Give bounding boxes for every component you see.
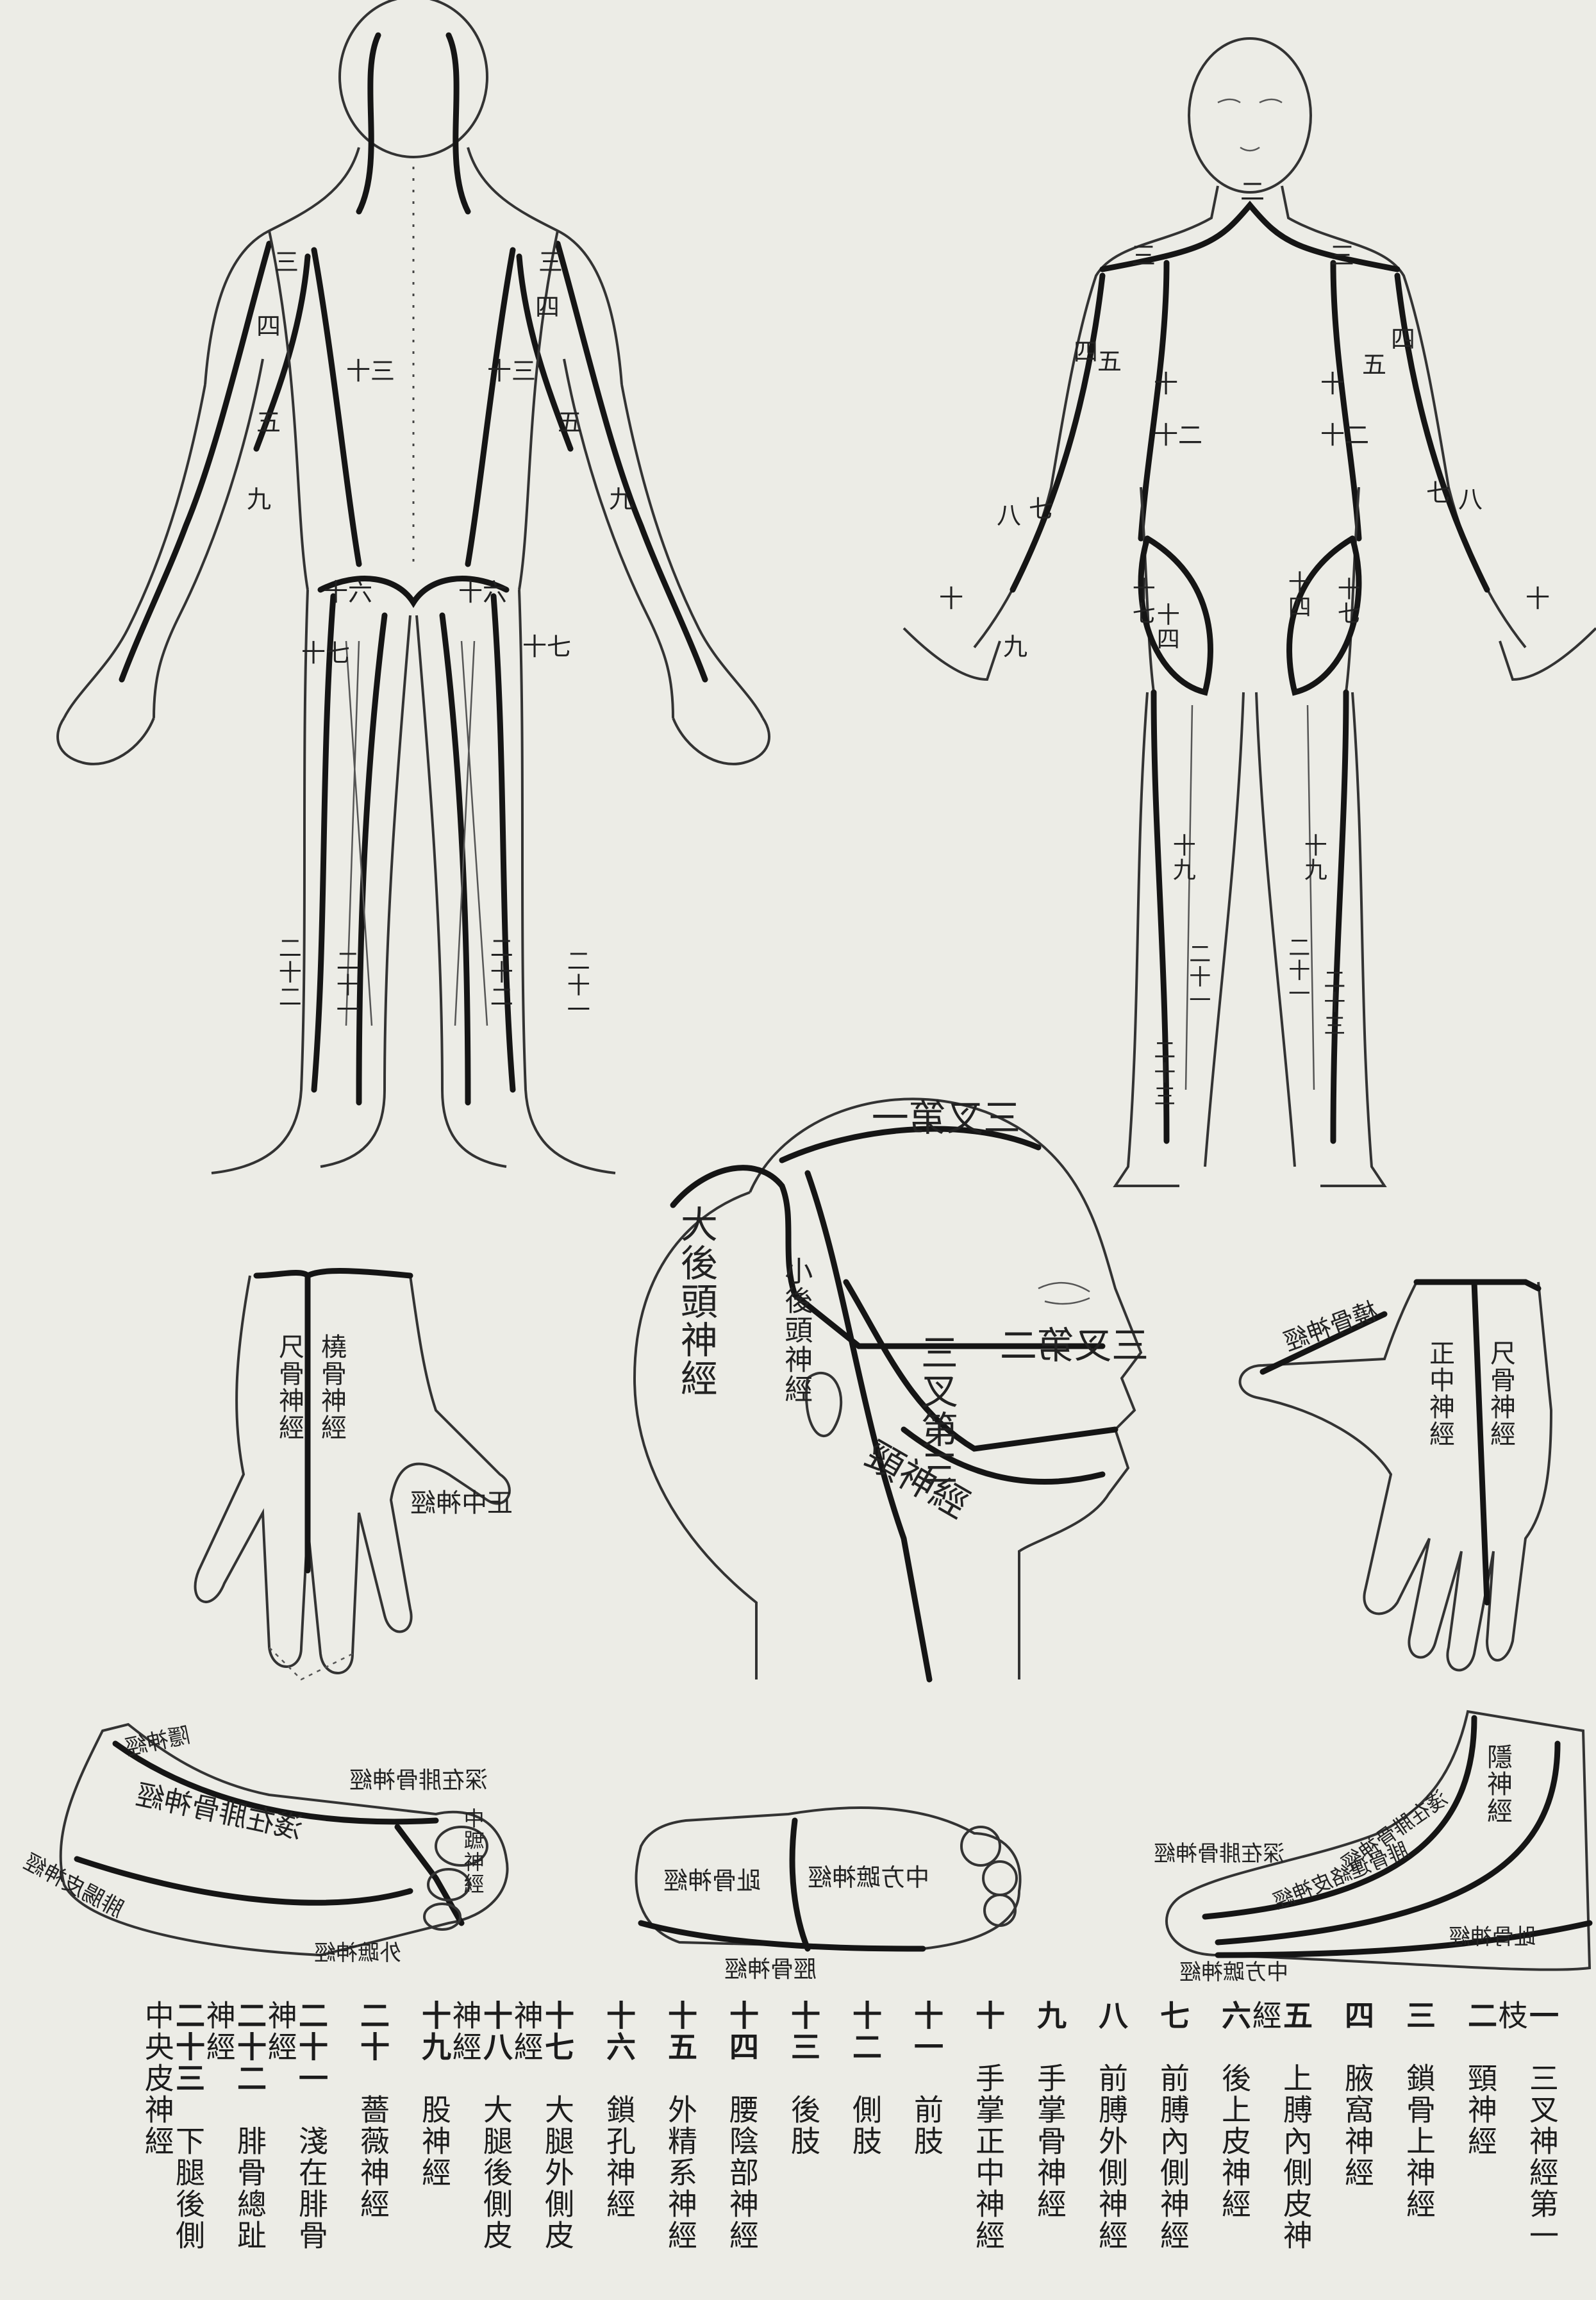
legend-item: 十九 股神經 xyxy=(419,2000,450,2188)
legend-item: 十四 腰陰部神經 xyxy=(727,2000,758,2251)
back-marker: 二十二 xyxy=(276,936,300,1009)
front-marker: 七 xyxy=(1029,497,1053,521)
front-marker: 三 xyxy=(1131,244,1156,268)
legend-item: 二十三 下腿後側中央皮神經 xyxy=(142,2000,204,2276)
radial-nerve-label: 橈骨神經 xyxy=(318,1333,345,1441)
medial-plantar-label: 中蹠神經 xyxy=(461,1808,483,1895)
legend-item: 一 三叉神經第一枝 xyxy=(1495,2000,1558,2282)
front-marker: 十二 xyxy=(1154,423,1202,447)
legend-item: 三 鎖骨上神經 xyxy=(1404,2000,1434,2220)
front-marker: 九 xyxy=(1003,635,1027,659)
median-nerve-label: 正中神經 xyxy=(1426,1340,1453,1447)
legend-item: 十二 側肢 xyxy=(850,2000,881,2157)
sole-medial-label: 中方蹠神經 xyxy=(808,1865,929,1890)
front-marker: 十七 xyxy=(1129,577,1154,626)
legend-item: 十六 鎖孔神經 xyxy=(604,2000,635,2220)
legend-item: 四 腋窩神經 xyxy=(1342,2000,1373,2188)
front-marker: 四 xyxy=(1391,327,1415,351)
ulnar-nerve-label: 尺骨神經 xyxy=(276,1333,303,1441)
front-marker: 十 xyxy=(1154,372,1178,396)
back-marker: 四 xyxy=(535,295,560,319)
trigeminal-1-label: 三叉第一 xyxy=(872,1099,1020,1137)
back-marker: 五 xyxy=(256,410,281,435)
front-marker: 八 xyxy=(1458,487,1483,512)
back-marker: 十三 xyxy=(487,359,536,383)
back-marker: 四 xyxy=(256,314,281,338)
trigeminal-2-label: 三叉第二 xyxy=(1000,1327,1149,1364)
front-view-figure xyxy=(904,38,1596,1186)
back-marker: 十六 xyxy=(458,580,507,604)
front-marker: 二十一 xyxy=(1186,942,1209,1012)
side-medial-plantar-label: 中方蹠神經 xyxy=(1179,1962,1288,1983)
front-marker: 十四 xyxy=(1285,571,1309,619)
front-marker: 二十一 xyxy=(1285,936,1308,1005)
front-marker: 二 xyxy=(1240,179,1265,204)
front-marker: 八 xyxy=(997,503,1021,528)
legend-item: 七 前膊內側神經 xyxy=(1158,2000,1188,2251)
front-marker: 三 xyxy=(1330,244,1354,268)
legend-item: 九 手掌骨神經 xyxy=(1035,2000,1065,2220)
front-marker: 十 xyxy=(939,587,963,611)
back-view-figure xyxy=(58,0,769,1173)
legend-item: 二 頸神經 xyxy=(1465,2000,1496,2157)
sole-lateral-label: 趾骨神經 xyxy=(663,1869,761,1893)
greater-occipital-label: 大後頭神經 xyxy=(676,1205,715,1397)
sole-tibial-label: 脛骨神經 xyxy=(724,1958,817,1981)
back-marker: 二十二 xyxy=(487,936,511,1009)
front-marker: 五 xyxy=(1362,353,1386,377)
back-marker: 三 xyxy=(274,250,299,274)
back-marker: 九 xyxy=(609,487,633,512)
front-marker: 七 xyxy=(1426,481,1451,505)
legend: 一 三叉神經第一枝 二 頸神經 三 鎖骨上神經 四 腋窩神經 五 上膊內側皮神經… xyxy=(19,2000,1558,2282)
hand-back-figure xyxy=(195,1271,510,1680)
front-marker: 十二 xyxy=(1320,423,1369,447)
lateral-plantar-label: 外蹠神經 xyxy=(314,1942,401,1964)
legend-item: 五 上膊內側皮神經 xyxy=(1249,2000,1311,2282)
front-marker: 十 xyxy=(1525,587,1550,611)
legend-item: 二十二 腓骨總趾神經 xyxy=(203,2000,265,2282)
front-marker: 十 xyxy=(1320,372,1345,396)
side-deep-peroneal-label: 深在腓骨神經 xyxy=(1154,1843,1284,1865)
legend-item: 十八 大腿後側皮神經 xyxy=(449,2000,511,2282)
deep-peroneal-label: 深在腓骨神經 xyxy=(349,1769,488,1792)
legend-item: 十五 外精系神經 xyxy=(665,2000,696,2251)
median-nerve-label: 正中神經 xyxy=(410,1490,513,1516)
legend-item: 十七 大腿外側皮神經 xyxy=(511,2000,573,2282)
legend-item: 十一 前肢 xyxy=(911,2000,942,2157)
ulnar-nerve-label: 尺骨神經 xyxy=(1487,1340,1514,1447)
back-marker: 二十一 xyxy=(333,949,358,1022)
back-marker: 九 xyxy=(247,487,271,512)
legend-item: 六 後上皮神經 xyxy=(1219,2000,1250,2220)
legend-item: 二十一 淺在腓骨神經 xyxy=(265,2000,327,2282)
back-marker: 三 xyxy=(538,250,563,274)
lesser-occipital-label: 小後頭神經 xyxy=(781,1256,810,1404)
front-marker: 四 xyxy=(1074,340,1098,364)
legend-item: 十 手掌正中神經 xyxy=(973,2000,1004,2251)
back-marker: 二十一 xyxy=(564,949,588,1022)
legend-item: 十三 後肢 xyxy=(788,2000,819,2157)
front-marker: 十九 xyxy=(1301,833,1326,882)
back-marker: 五 xyxy=(558,410,582,435)
back-marker: 十七 xyxy=(301,641,350,665)
front-marker: 十九 xyxy=(1170,833,1194,882)
front-marker: 十四 xyxy=(1154,603,1178,651)
legend-item: 二十 薔薇神經 xyxy=(358,2000,388,2220)
legend-item: 八 前膊外側神經 xyxy=(1096,2000,1127,2251)
front-marker: 二十三 xyxy=(1320,968,1343,1037)
front-marker: 十七 xyxy=(1334,577,1359,626)
front-marker: 五 xyxy=(1097,349,1122,374)
back-marker: 十六 xyxy=(324,580,372,604)
back-marker: 十三 xyxy=(346,359,395,383)
back-marker: 十七 xyxy=(522,635,571,659)
front-marker: 二十三 xyxy=(1151,1038,1174,1108)
side-lateral-label: 趾骨神經 xyxy=(1449,1926,1536,1948)
side-saphenous-label: 隱神經 xyxy=(1484,1744,1511,1824)
